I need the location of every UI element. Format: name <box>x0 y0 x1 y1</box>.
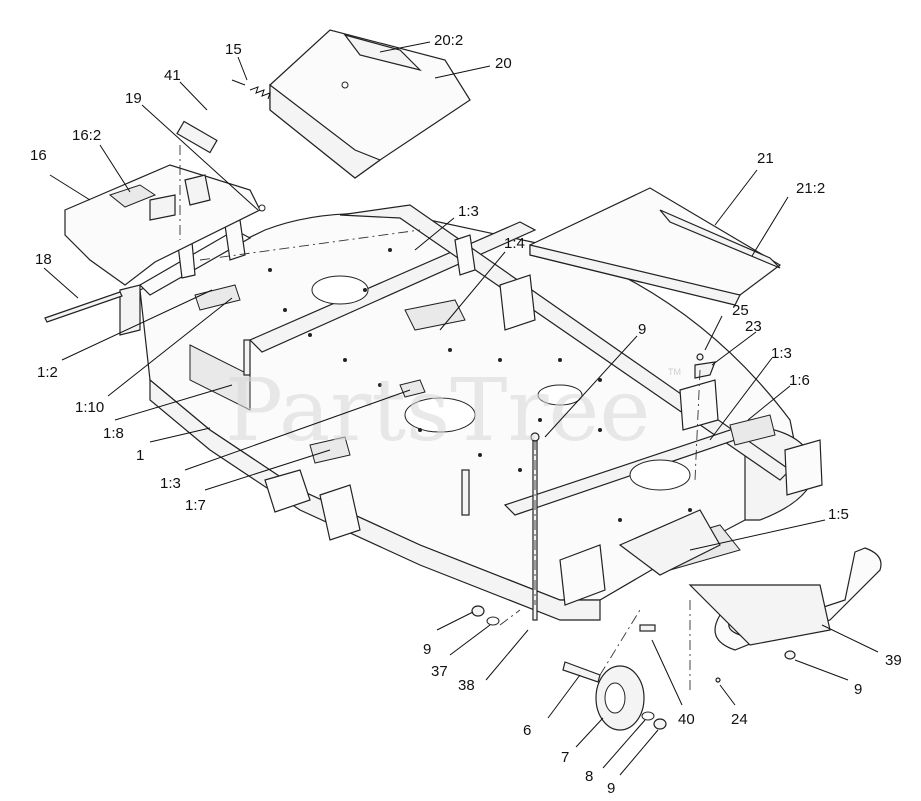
callout-15: 15 <box>225 41 242 58</box>
belt-shield-21 <box>529 187 782 306</box>
callouts: 15 41 19 16:2 16 18 20:2 20 21 21:2 1:3 … <box>30 32 902 797</box>
callout-9-right: 9 <box>854 681 862 698</box>
callout-1-7: 1:7 <box>185 497 206 514</box>
decal-1-2 <box>194 284 241 311</box>
decal-16-2 <box>108 184 157 208</box>
decal-1-4 <box>404 299 466 331</box>
callout-1-5: 1:5 <box>828 506 849 523</box>
belt-cover-16 <box>64 164 261 286</box>
callout-25: 25 <box>732 302 749 319</box>
spindle-hole-left <box>311 275 369 305</box>
callout-1-3-right: 1:3 <box>771 345 792 362</box>
callout-16-2: 16:2 <box>72 127 101 144</box>
callout-24: 24 <box>731 711 748 728</box>
callout-9-left: 9 <box>423 641 431 658</box>
callout-1-10: 1:10 <box>75 399 104 416</box>
callout-41: 41 <box>164 67 181 84</box>
leader-lines <box>43 41 879 776</box>
mower-deck <box>119 204 823 621</box>
callout-1: 1 <box>136 447 144 464</box>
callout-39: 39 <box>885 652 902 669</box>
spindle-hole-right <box>629 459 691 491</box>
callout-1-6: 1:6 <box>789 372 810 389</box>
callout-7: 7 <box>561 749 569 766</box>
callout-18: 18 <box>35 251 52 268</box>
callout-40: 40 <box>678 711 695 728</box>
callout-20: 20 <box>495 55 512 72</box>
belt-shield-20 <box>269 29 471 179</box>
watermark-trademark: TM <box>668 367 681 377</box>
decal-1-3-left <box>399 379 426 398</box>
callout-19: 19 <box>125 90 142 107</box>
callout-16: 16 <box>30 147 47 164</box>
callout-21-2: 21:2 <box>796 180 825 197</box>
decal-1-6 <box>729 414 776 446</box>
callout-38: 38 <box>458 677 475 694</box>
callout-9-bottom: 9 <box>607 780 615 797</box>
bumper-39 <box>714 547 882 651</box>
callout-20-2: 20:2 <box>434 32 463 49</box>
callout-1-3-top: 1:3 <box>458 203 479 220</box>
decal-1-8 <box>189 344 251 411</box>
callout-1-4: 1:4 <box>504 235 525 252</box>
callout-1-2: 1:2 <box>37 364 58 381</box>
callout-1-8: 1:8 <box>103 425 124 442</box>
callout-37: 37 <box>431 663 448 680</box>
callout-9-upper: 9 <box>638 321 646 338</box>
spindle-hole-center <box>404 397 476 433</box>
callout-23: 23 <box>745 318 762 335</box>
callout-8: 8 <box>585 768 593 785</box>
watermark-text: PartsTree <box>225 361 650 461</box>
callout-6: 6 <box>523 722 531 739</box>
watermark: PartsTree TM <box>225 361 681 461</box>
hardware <box>44 79 882 731</box>
callout-21: 21 <box>757 150 774 167</box>
callout-1-3-left: 1:3 <box>160 475 181 492</box>
